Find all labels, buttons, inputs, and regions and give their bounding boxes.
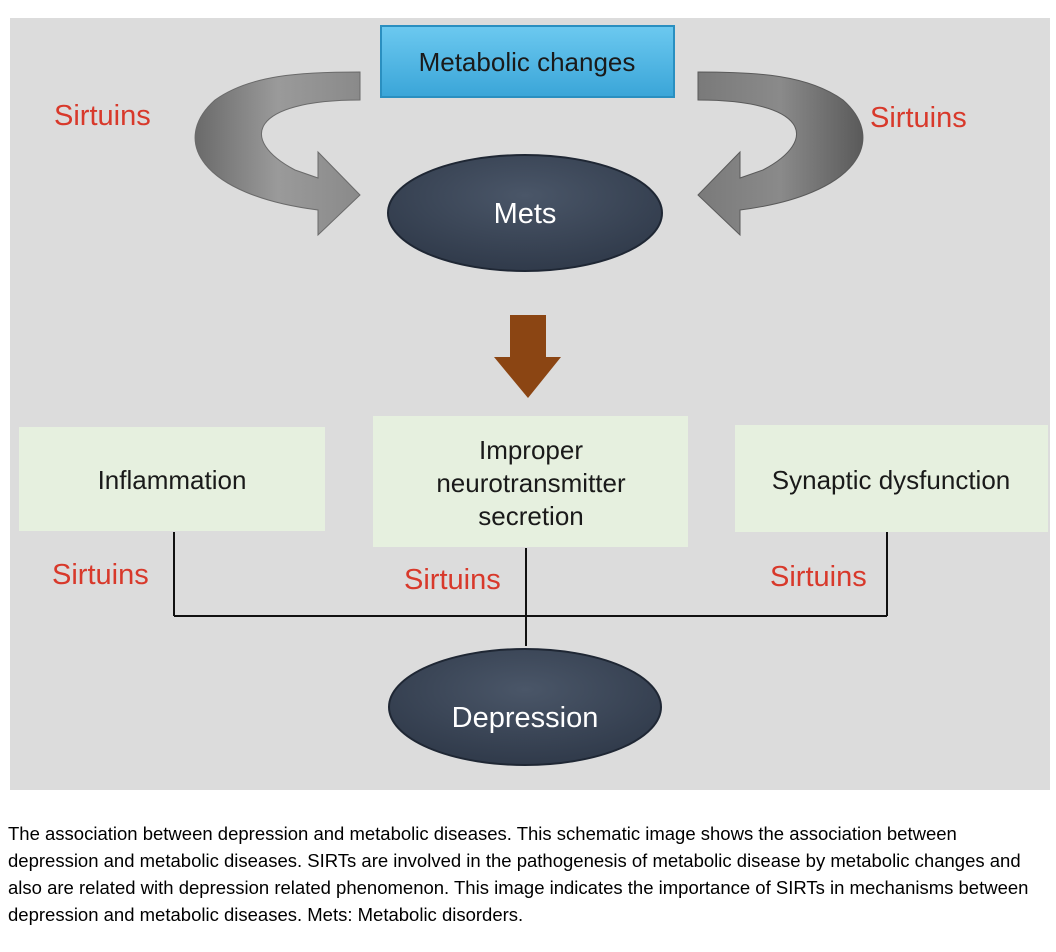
neurotransmitter-line-2: neurotransmitter xyxy=(436,468,626,498)
depression-node: Depression xyxy=(388,648,662,766)
connector-lines xyxy=(173,532,888,646)
synaptic-box: Synaptic dysfunction xyxy=(735,425,1048,532)
diagram-canvas: Metabolic changes Sirtuins Sirtuins Mets… xyxy=(19,25,1048,766)
inflammation-box: Inflammation xyxy=(19,427,325,531)
mets-label: Mets xyxy=(494,198,557,230)
sirtuins-label-top-right: Sirtuins xyxy=(870,102,967,134)
metabolic-changes-box: Metabolic changes xyxy=(380,25,675,98)
inflammation-label: Inflammation xyxy=(98,465,247,495)
sirtuins-label-bottom-right: Sirtuins xyxy=(770,561,867,593)
metabolic-changes-label: Metabolic changes xyxy=(419,47,636,77)
right-curved-arrow xyxy=(697,71,864,237)
figure-caption: The association between depression and m… xyxy=(8,823,1029,925)
neurotransmitter-line-3: secretion xyxy=(478,501,584,531)
neurotransmitter-box: Improper neurotransmitter secretion xyxy=(373,416,688,547)
sirtuins-label-top-left: Sirtuins xyxy=(54,100,151,132)
depression-label: Depression xyxy=(452,702,599,734)
sirtuins-label-bottom-center: Sirtuins xyxy=(404,564,501,596)
mets-node: Mets xyxy=(387,154,663,272)
down-arrow xyxy=(494,315,561,398)
synaptic-label: Synaptic dysfunction xyxy=(772,465,1010,495)
left-curved-arrow xyxy=(194,71,361,237)
neurotransmitter-line-1: Improper xyxy=(479,435,583,465)
sirtuins-label-bottom-left: Sirtuins xyxy=(52,559,149,591)
